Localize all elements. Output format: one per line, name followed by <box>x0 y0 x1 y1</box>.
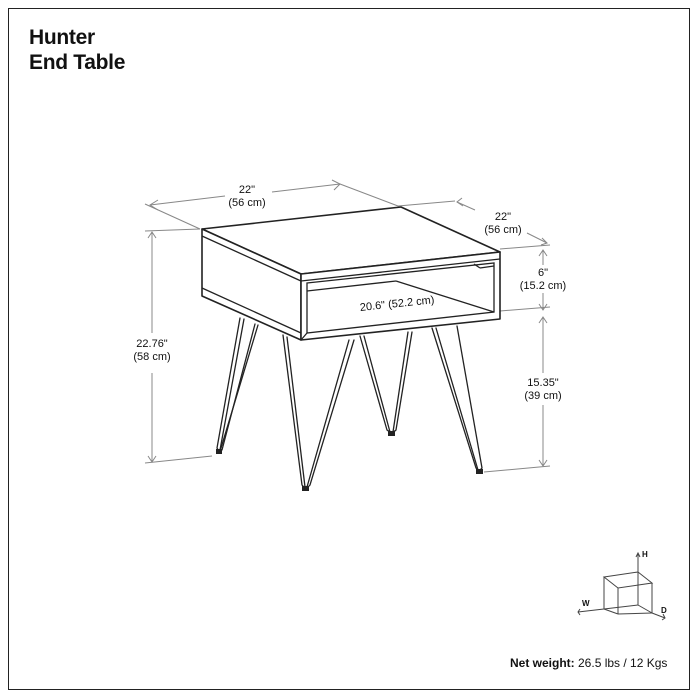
depth-metric: (56 cm) <box>484 224 522 236</box>
total-height-dimension: 22.76" (58 cm) <box>130 338 174 364</box>
title-line-1: Hunter <box>29 26 95 49</box>
width-metric: (56 cm) <box>228 197 266 209</box>
net-weight-value: 26.5 lbs / 12 Kgs <box>574 656 668 670</box>
title-line-2: End Table <box>29 51 126 74</box>
leg-height-dimension: 15.35" (39 cm) <box>518 377 568 403</box>
diagram-frame <box>8 8 690 690</box>
depth-dimension: 22" (56 cm) <box>478 211 528 237</box>
shelf-height-metric: (15.2 cm) <box>519 280 567 292</box>
total-height-metric: (58 cm) <box>133 351 171 363</box>
shelf-height-imperial: 6" <box>537 267 549 279</box>
width-dimension: 22" (56 cm) <box>222 184 272 210</box>
total-height-imperial: 22.76" <box>136 338 168 350</box>
leg-height-imperial: 15.35" <box>527 377 559 389</box>
axis-label-h: H <box>642 550 648 559</box>
shelf-height-dimension: 6" (15.2 cm) <box>516 267 570 293</box>
net-weight: Net weight: 26.5 lbs / 12 Kgs <box>510 656 667 670</box>
net-weight-label: Net weight: <box>510 656 575 670</box>
product-title: Hunter End Table <box>29 25 125 75</box>
axis-label-w: W <box>582 599 590 608</box>
width-imperial: 22" <box>238 184 256 196</box>
axis-label-d: D <box>661 606 667 615</box>
axis-legend-cube-icon <box>577 551 666 621</box>
leg-height-metric: (39 cm) <box>524 390 562 402</box>
leg-foot <box>216 449 222 454</box>
depth-imperial: 22" <box>494 211 512 223</box>
